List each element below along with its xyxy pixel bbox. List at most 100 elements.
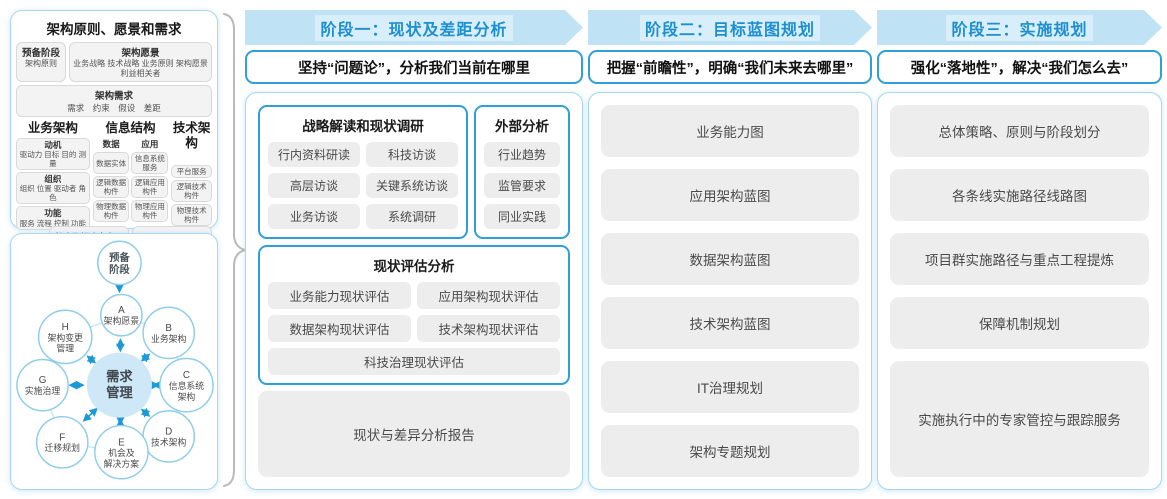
vision-title: 架构愿景 [121, 48, 160, 59]
gap-analysis-report-box: 现状与差异分析报告 [258, 391, 570, 477]
technical-architecture-column: 技术架构 平台服务 逻辑技术构件 物理技术构件 [171, 121, 212, 226]
data-entity-box: 数据实体 [92, 152, 130, 174]
panel-title: 架构原则、愿景和需求 [46, 22, 182, 37]
business-architecture-title: 业务架构 [27, 121, 78, 135]
phase-3-column: 阶段三：实施规划 强化“落地性”，解决“我们怎么去” 总体策略、原则与阶段划分 … [877, 10, 1162, 490]
phase-3-content-panel: 总体策略、原则与阶段划分 各条线实施路径线路图 项目群实施路径与重点工程提炼 保… [877, 92, 1162, 490]
technical-architecture-title: 技术架构 [172, 121, 211, 150]
prep-phase-title: 预备阶段 [21, 48, 60, 59]
phase-1-content-panel: 战略解读和现状调研 行内资料研读 科技访谈 高层访谈 关键系统访谈 业务访谈 系… [245, 92, 583, 490]
assessment-item: 业务能力现状评估 [268, 282, 411, 309]
svg-text:需求管理: 需求管理 [106, 368, 133, 400]
phase-1-title: 阶段一：现状及差距分析 [315, 15, 512, 41]
requirements-management-circle: 需求管理 [86, 352, 152, 418]
assessment-item: 数据架构现状评估 [268, 315, 411, 342]
logical-tech-box: 逻辑技术构件 [171, 180, 212, 202]
phase-3-header-band: 阶段三：实施规划 [877, 10, 1162, 45]
prep-phase-box: 预备阶段 架构原则 [16, 42, 66, 82]
physical-app-box: 物理应用构件 [131, 200, 169, 222]
brace-connector [223, 13, 247, 487]
strategy-research-title: 战略解读和现状调研 [302, 119, 424, 134]
external-item: 行业趋势 [484, 142, 560, 167]
deliverable-box: 总体策略、原则与阶段划分 [890, 105, 1149, 157]
phase-2-column: 阶段二：目标蓝图规划 把握“前瞻性”，明确“我们未来去哪里” 业务能力图 应用架… [588, 10, 872, 490]
physical-data-box: 物理数据构件 [92, 200, 130, 222]
phase-3-title: 阶段三：实施规划 [946, 15, 1092, 41]
strategy-item: 科技访谈 [366, 142, 458, 167]
double-arrow-icons [68, 338, 161, 427]
current-state-assessment-box: 现状评估分析 业务能力现状评估 应用架构现状评估 数据架构现状评估 技术架构现状… [258, 245, 570, 385]
external-item: 监管要求 [484, 173, 560, 198]
phase-1-slogan: 坚持“问题论”，分析我们当前在哪里 [245, 50, 583, 84]
deliverable-box: 技术架构蓝图 [601, 297, 859, 349]
requirements-items: 需求 约束 假设 差距 [67, 103, 161, 113]
info-system-service-box: 信息系统服务 [131, 152, 169, 174]
architecture-vision-box: 架构愿景 业务战略 技术战略 业务原则 架构愿景 利益相关者 [69, 42, 212, 82]
deliverable-box: 架构专题规划 [601, 425, 859, 477]
external-analysis-box: 外部分析 行业趋势 监管要求 同业实践 [474, 105, 570, 239]
phase-2-title: 阶段二：目标蓝图规划 [640, 15, 820, 41]
deliverable-box: 实施执行中的专家管控与跟踪服务 [890, 361, 1149, 477]
deliverable-box: 数据架构蓝图 [601, 233, 859, 285]
phase-3-slogan: 强化“落地性”，解决“我们怎么去” [877, 50, 1162, 84]
strategy-item: 高层访谈 [268, 173, 360, 198]
physical-tech-box: 物理技术构件 [171, 204, 212, 226]
phase-1-header-band: 阶段一：现状及差距分析 [245, 10, 583, 45]
phase-2-content-panel: 业务能力图 应用架构蓝图 数据架构蓝图 技术架构蓝图 IT治理规划 架构专题规划 [588, 92, 872, 490]
deliverable-box: 项目群实施路径与重点工程提炼 [890, 233, 1149, 285]
external-item: 同业实践 [484, 204, 560, 229]
deliverable-box: 保障机制规划 [890, 297, 1149, 349]
logical-app-box: 逻辑应用构件 [131, 176, 169, 198]
logical-data-box: 逻辑数据构件 [92, 176, 130, 198]
motivation-box: 动机 驱动力 目标 目的 测量 [16, 138, 90, 171]
vision-items: 业务战略 技术战略 业务原则 架构愿景 利益相关者 [73, 59, 208, 78]
data-subcolumn: 数据 数据实体 逻辑数据构件 物理数据构件 [92, 138, 130, 222]
assessment-item: 科技治理现状评估 [268, 348, 560, 375]
information-structure-column: 信息结构 数据 数据实体 逻辑数据构件 物理数据构件 应用 信息系统服务 逻辑应… [92, 121, 169, 222]
architecture-principles-panel: 架构原则、愿景和需求 预备阶段 架构原则 架构愿景 业务战略 技术战略 业务原则… [10, 10, 218, 268]
svg-text:预备阶段: 预备阶段 [109, 251, 130, 276]
strategy-item: 关键系统访谈 [366, 173, 458, 198]
strategy-item: 行内资料研读 [268, 142, 360, 167]
business-architecture-column: 业务架构 动机 驱动力 目标 目的 测量 组织 组织 位置 驱动者 角色 功能 … [16, 121, 90, 230]
platform-service-box: 平台服务 [171, 165, 212, 178]
assessment-item: 应用架构现状评估 [417, 282, 560, 309]
prep-phase-circle: 预备阶段 [96, 240, 142, 286]
requirements-title: 架构需求 [94, 91, 133, 102]
architecture-requirements-box: 架构需求 需求 约束 假设 差距 [16, 85, 212, 117]
phases-area: 阶段一：现状及差距分析 坚持“问题论”，分析我们当前在哪里 战略解读和现状调研 … [245, 10, 1162, 490]
strategy-item: 系统调研 [366, 204, 458, 229]
deliverable-box: 各条线实施路径线路图 [890, 169, 1149, 221]
strategy-research-box: 战略解读和现状调研 行内资料研读 科技访谈 高层访谈 关键系统访谈 业务访谈 系… [258, 105, 468, 239]
deliverable-box: 业务能力图 [601, 105, 859, 157]
prep-phase-sub: 架构原则 [25, 59, 57, 68]
strategy-item: 业务访谈 [268, 204, 360, 229]
application-subcolumn: 应用 信息系统服务 逻辑应用构件 物理应用构件 [131, 138, 169, 222]
phase-1-column: 阶段一：现状及差距分析 坚持“问题论”，分析我们当前在哪里 战略解读和现状调研 … [245, 10, 583, 490]
deliverable-box: 应用架构蓝图 [601, 169, 859, 221]
phase-2-slogan: 把握“前瞻性”，明确“我们未来去哪里” [588, 50, 872, 84]
assessment-item: 技术架构现状评估 [417, 315, 560, 342]
information-structure-title: 信息结构 [105, 121, 156, 135]
phase-2-header-band: 阶段二：目标蓝图规划 [588, 10, 872, 45]
assessment-title: 现状评估分析 [373, 259, 455, 274]
